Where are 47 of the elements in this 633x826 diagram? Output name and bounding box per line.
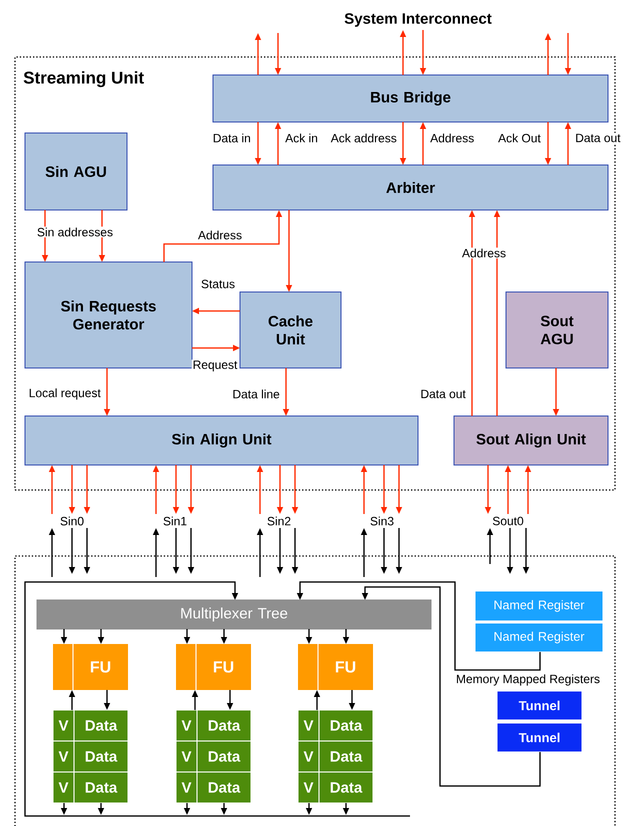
edge-label: Sin addresses	[36, 226, 114, 238]
block-box: Cache Unit	[240, 292, 342, 368]
port-label: Sin1	[164, 516, 186, 526]
data-row: V Data	[176, 710, 252, 742]
edge-label: Ack in	[284, 132, 319, 144]
data-row: V Data	[176, 740, 252, 772]
block-box: Arbiter	[212, 164, 608, 210]
register-box: Named Register	[474, 590, 604, 622]
group-label: Memory Mapped Registers	[456, 674, 600, 686]
block-box: Bus Bridge	[212, 74, 608, 122]
data-row: V Data	[298, 740, 374, 772]
port-label: Sout0	[492, 516, 524, 526]
edge-label: Data out	[574, 132, 622, 144]
heading-label: System Interconnect	[344, 13, 492, 27]
port-label: Sin0	[60, 516, 84, 526]
data-row: V Data	[52, 772, 128, 804]
fu-box: FU	[176, 644, 251, 690]
edge-label: Data line	[231, 388, 281, 400]
port-label: Sin3	[370, 516, 394, 526]
block-box: Sout AGU	[506, 292, 608, 368]
data-row: V Data	[298, 710, 374, 742]
tunnel-box: Tunnel	[496, 722, 582, 752]
arrow	[24, 581, 410, 817]
block-box: Sout Align Unit	[454, 416, 608, 466]
edge-label: Local request	[28, 387, 102, 401]
edge-label: Status	[200, 278, 236, 290]
tunnel-box: Tunnel	[496, 690, 582, 720]
data-row: V Data	[298, 772, 374, 804]
port-label: Sin2	[268, 516, 290, 526]
multiplexer-bar: Multiplexer Tree	[36, 600, 432, 630]
data-row: V Data	[176, 772, 252, 804]
register-box: Named Register	[474, 622, 604, 652]
fu-box: FU	[53, 644, 128, 690]
edge-label: Data in	[212, 132, 252, 144]
edge-label: Ack address	[330, 132, 398, 144]
data-row: V Data	[52, 710, 128, 742]
block-box: Sin Align Unit	[24, 416, 418, 466]
edge-label: Request	[192, 360, 238, 372]
data-row: V Data	[52, 740, 128, 772]
fu-box: FU	[298, 644, 373, 690]
block-box: Sin Requests Generator	[24, 262, 192, 368]
edge-label: Data out	[419, 388, 467, 400]
edge-label: Ack Out	[497, 132, 542, 144]
edge-label: Address	[429, 132, 476, 144]
edge-label: Address	[461, 248, 508, 258]
edge-label: Address	[197, 230, 243, 240]
block-box: Sin AGU	[24, 132, 128, 210]
